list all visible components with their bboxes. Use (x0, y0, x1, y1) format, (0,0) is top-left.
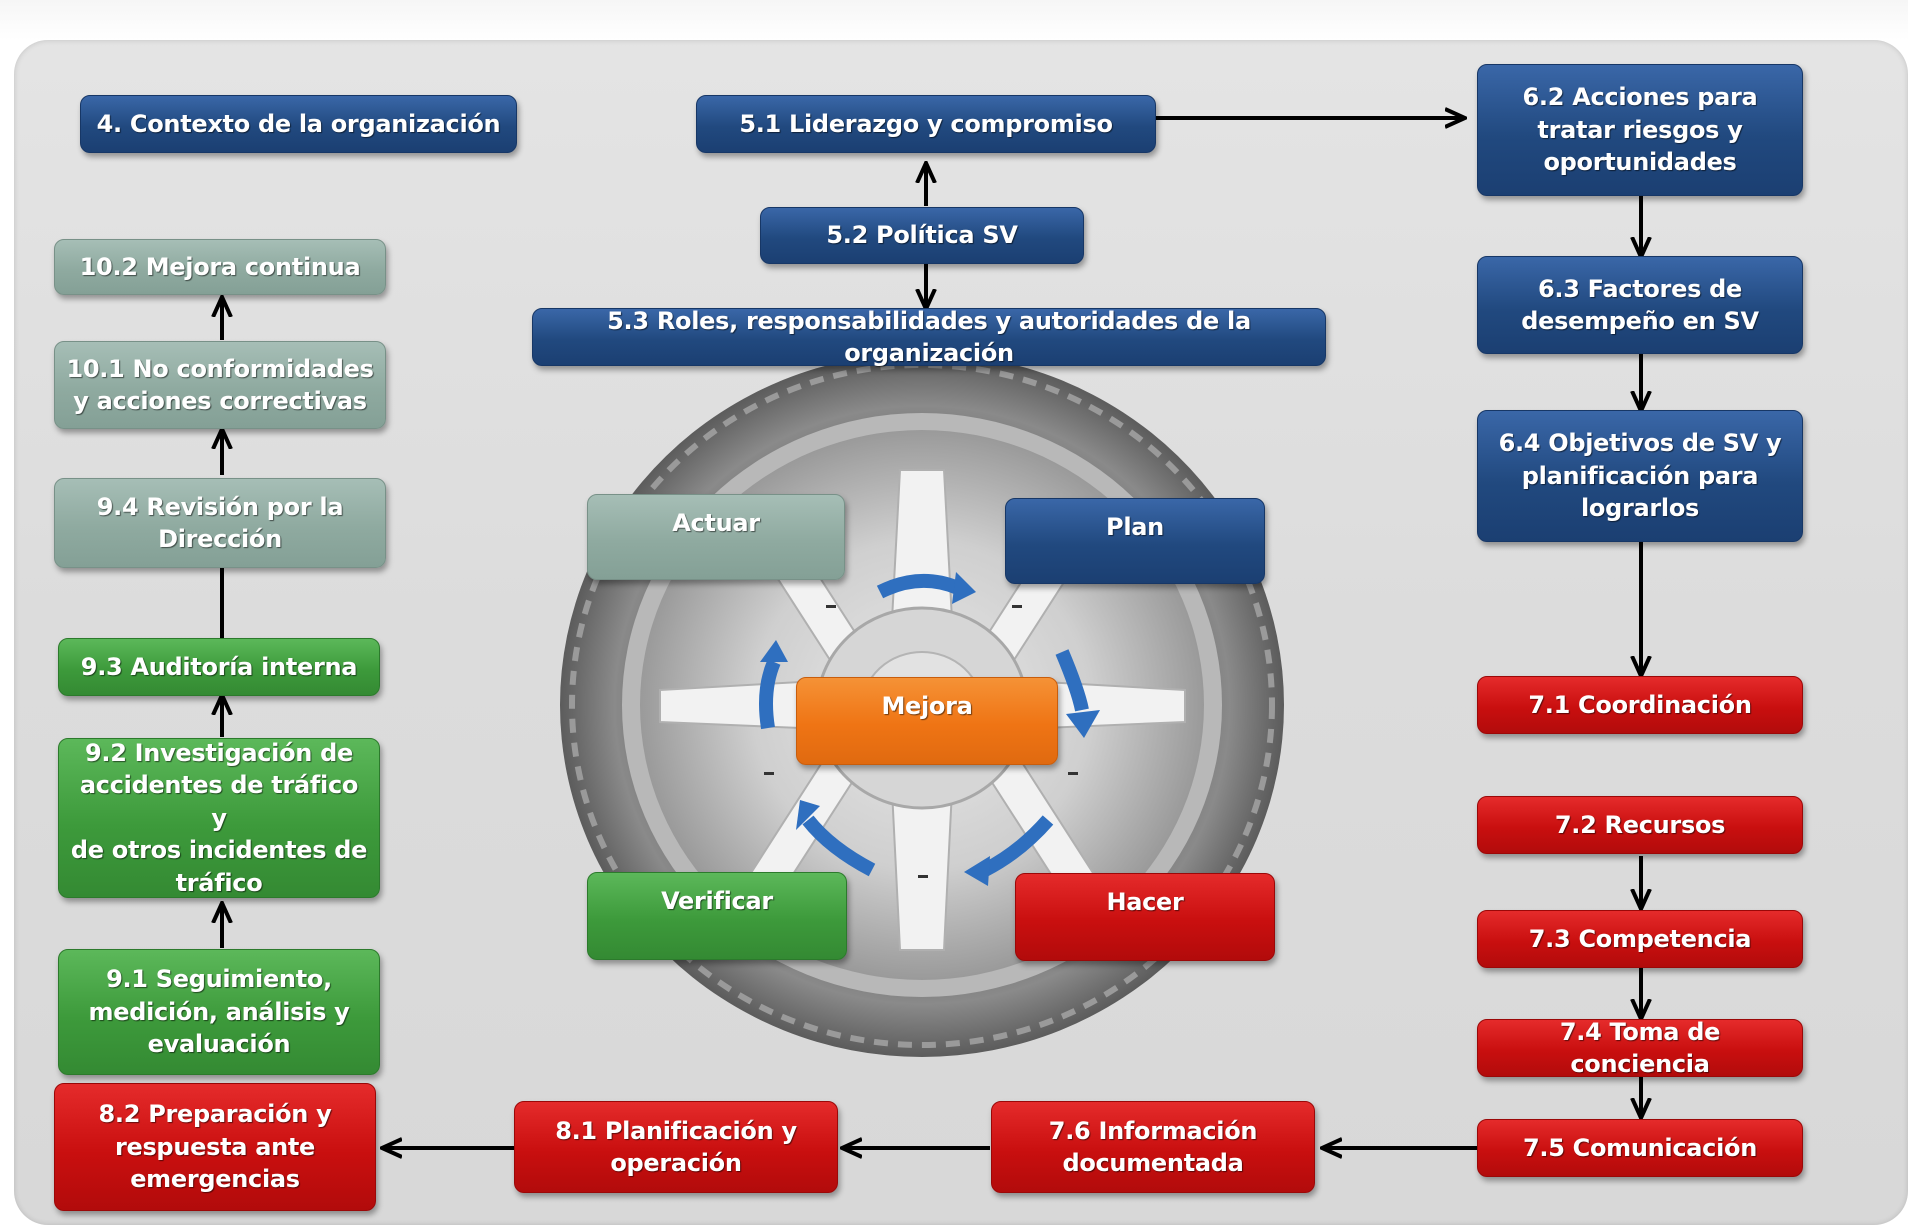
box-9-2-investigacion[interactable]: 9.2 Investigación de accidentes de tráfi… (58, 738, 380, 898)
box-7-6-informacion[interactable]: 7.6 Información documentada (991, 1101, 1315, 1193)
box-4-contexto[interactable]: 4. Contexto de la organización (80, 95, 517, 153)
cycle-actuar[interactable]: Actuar (587, 494, 845, 580)
cycle-arrow-hacer-verificar (981, 815, 1054, 877)
cycle-mejora[interactable]: Mejora (796, 677, 1058, 765)
box-10-1-no-conformidades[interactable]: 10.1 No conformidades y acciones correct… (54, 341, 386, 429)
box-5-2-politica[interactable]: 5.2 Política SV (760, 207, 1084, 264)
cycle-hacer[interactable]: Hacer (1015, 873, 1275, 961)
box-7-4-toma-de-conciencia[interactable]: 7.4 Toma de conciencia (1477, 1018, 1803, 1078)
cycle-plan[interactable]: Plan (1005, 498, 1265, 584)
box-7-3-competencia[interactable]: 7.3 Competencia (1477, 910, 1803, 968)
cycle-verificar[interactable]: Verificar (587, 872, 847, 960)
lug-marks (764, 605, 1078, 878)
box-9-4-revision[interactable]: 9.4 Revisión por la Dirección (54, 478, 386, 568)
box-5-3-roles[interactable]: 5.3 Roles, responsabilidades y autoridad… (532, 307, 1326, 367)
box-7-1-coordinacion[interactable]: 7.1 Coordinación (1477, 676, 1803, 734)
pdca-cycle-arrows (759, 573, 1089, 877)
box-6-2-acciones[interactable]: 6.2 Acciones para tratar riesgos y oport… (1477, 64, 1803, 196)
box-5-1-liderazgo[interactable]: 5.1 Liderazgo y compromiso (696, 95, 1156, 153)
cycle-arrow-into-mejora (759, 659, 781, 730)
cycle-arrow-verificar-actuar (802, 815, 876, 877)
box-6-3-factores[interactable]: 6.3 Factores de desempeño en SV (1477, 256, 1803, 354)
cycle-arrow-actuar-plan (876, 573, 961, 599)
box-7-5-comunicacion[interactable]: 7.5 Comunicación (1477, 1119, 1803, 1177)
box-6-4-objetivos[interactable]: 6.4 Objetivos de SV y planificación para… (1477, 410, 1803, 542)
pdca-arrowheads (760, 572, 1100, 886)
box-8-2-preparacion[interactable]: 8.2 Preparación y respuesta ante emergen… (54, 1083, 376, 1211)
box-8-1-planificacion[interactable]: 8.1 Planificación y operación (514, 1101, 838, 1193)
box-9-3-auditoria[interactable]: 9.3 Auditoría interna (58, 638, 380, 696)
box-10-2-mejora-continua[interactable]: 10.2 Mejora continua (54, 239, 386, 295)
top-fade (0, 0, 1908, 40)
box-7-2-recursos[interactable]: 7.2 Recursos (1477, 796, 1803, 854)
box-9-1-seguimiento[interactable]: 9.1 Seguimiento, medición, análisis y ev… (58, 949, 380, 1075)
cycle-arrow-plan-hacer (1055, 649, 1089, 712)
